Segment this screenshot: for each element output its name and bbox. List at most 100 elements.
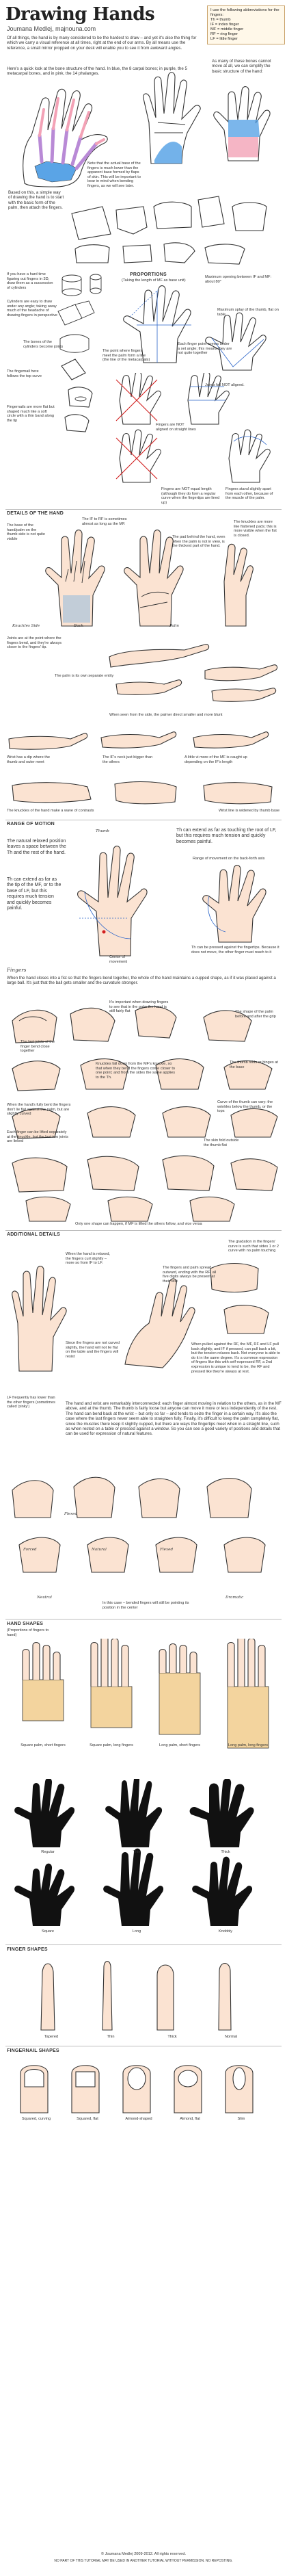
- silhouette-label: Square: [41, 1929, 55, 1934]
- fingernail-shapes-illustration: [20, 2065, 254, 2113]
- legend-item: LF = little finger: [210, 37, 238, 41]
- silhouette-label: Long: [132, 1929, 141, 1934]
- note-joint-thumb: Joints are at the point where the finger…: [7, 636, 62, 650]
- nail-shape-label: Squared, curving: [21, 2117, 51, 2121]
- note-wrist-bottom: Wrist line is widened by thumb base: [219, 809, 280, 813]
- back-hand-illustration: [45, 530, 105, 627]
- note-fingers-not-equal: Fingers are NOT equal length (although t…: [161, 487, 220, 505]
- note-rests: When pulled against the RF, the MF, RF a…: [191, 1342, 280, 1374]
- note-cylinders-2: Cylinders are easy to draw under any ang…: [7, 300, 57, 317]
- finger-shape-label: Thick: [167, 2035, 177, 2039]
- note-detail-base: The base of the hand/palm on the thumb s…: [7, 523, 45, 541]
- thumb-range-illustration: [77, 846, 148, 957]
- note-curve: Curve of the thumb can vary: the wrinkle…: [217, 1100, 273, 1114]
- hand-shape-label: Long palm, short fingers: [159, 1743, 200, 1747]
- finger-shape-label: Thin: [107, 2035, 115, 2039]
- note-knuckle-pad: Knuckles fall down from the MF's knuckle…: [96, 1062, 175, 1080]
- note-outer-hand: The knuckles of the hand make a wave of …: [7, 809, 94, 813]
- intro-paragraph: Here's a quick look at the bone structur…: [7, 66, 187, 77]
- label-forced: Forced: [23, 1548, 37, 1552]
- note-cylinders: If you have a hard time figuring out fin…: [7, 272, 53, 290]
- palm-hand-illustration: [124, 530, 184, 627]
- hand-shape-label: Long palm, long fingers: [228, 1743, 269, 1747]
- note-in-this-case: In this case – bended fingers will still…: [102, 1601, 189, 1610]
- note-th-center: Th can extend as far as touching the roo…: [176, 828, 277, 844]
- silhouette-label: Regular: [41, 1850, 55, 1854]
- note-fingers-tight: Since the fingers are not curved slightl…: [66, 1341, 120, 1359]
- grip-sketches: [12, 1155, 278, 1222]
- side-view-hands: [109, 644, 278, 702]
- note-finger-tips-2: The last joints of the finger bend close…: [20, 1040, 55, 1054]
- note-cylinders-3: The bones of the cylinders become joints: [23, 340, 64, 349]
- legend-item: RF = ring finger: [210, 32, 238, 36]
- section-divider: [5, 1230, 282, 1231]
- note-points-where-2: Each finger point comes under a set angl…: [178, 342, 232, 356]
- hand-shape-label: Square palm, short fingers: [20, 1743, 66, 1747]
- fingers-subheading: Fingers: [7, 967, 27, 973]
- section-divider: [5, 509, 282, 510]
- footer-copyright: © Joumana Medlej 2009-2012. All rights r…: [100, 2552, 187, 2556]
- range-heading: RANGE OF MOTION: [7, 822, 55, 827]
- note-knuckles: Note that the actual base of the fingers…: [87, 161, 141, 188]
- hand-shape-label: Square palm, long fingers: [90, 1743, 133, 1747]
- silhouette-label: Thin: [133, 1850, 141, 1854]
- simplified-hand-illustration: [213, 86, 271, 161]
- legend-item: IF = index finger: [210, 23, 239, 27]
- label-center-of-movement: Center of movement: [109, 955, 128, 964]
- note-joints-not-aligned: Joints fall NOT aligned.: [205, 383, 245, 387]
- note-joint-palm: The palm is its own separate entity: [55, 674, 114, 678]
- note-max-opening: Maximum opening between IF and MF: about…: [205, 275, 272, 284]
- proportions-heading: PROPORTIONS: [130, 272, 167, 277]
- note-detail-palm: The pad behind the hand, even when the p…: [172, 535, 226, 549]
- note-long-text: The hand and wrist are remarkably interc…: [66, 1401, 282, 1437]
- details-heading: DETAILS OF THE HAND: [7, 511, 64, 516]
- note-each-finger-lifted: Each finger can be lifted separately at …: [7, 1130, 68, 1144]
- outer-hand-sketches: [12, 781, 273, 805]
- proportions-hand-illustration: [123, 285, 191, 363]
- finger-shapes-illustration: [40, 1960, 232, 2031]
- nail-shape-label: Almond, flat: [180, 2117, 200, 2121]
- label-neutral: Neutral: [37, 1596, 52, 1600]
- note-natural-relaxed: The natural relaxed position leaves a sp…: [7, 839, 66, 855]
- silhouette-label: Knobbly: [218, 1929, 233, 1934]
- note-detail-if: The IF to RF is sometimes almost as long…: [82, 517, 127, 526]
- proportions-subheading: (Taking the length of MF as base unit): [122, 278, 186, 283]
- note-fingers-bend: When the hand's fully bent the fingers d…: [7, 1103, 71, 1117]
- relaxed-hand-sketches: [12, 1263, 269, 1372]
- note-many-bones: As many of these bones cannot move at al…: [212, 59, 271, 74]
- additional-heading: ADDITIONAL DETAILS: [7, 1232, 61, 1237]
- note-wrist: Wrist has a dip where the thumb and oute…: [7, 755, 51, 764]
- label-natural: Natural: [92, 1548, 107, 1552]
- note-only-one: Only one shape can happen, if MF is lift…: [75, 1222, 202, 1226]
- silhouette-label: Thick: [221, 1850, 230, 1854]
- label-flexed-2: Flexed: [160, 1548, 174, 1552]
- note-lf-frequent: LF frequently has lower than the other f…: [7, 1396, 55, 1409]
- note-fingers-lines: Fingers stand slightly apart from each o…: [226, 487, 273, 501]
- label-palm: Palm: [169, 624, 179, 628]
- note-bend: The gradation in the fingers' curve is s…: [228, 1240, 279, 1253]
- label-ulnar: Knuckles Side: [12, 624, 40, 628]
- crossed-wrong-hands: [115, 373, 271, 483]
- note-max-splay: Maximum splay of the thumb, flat on tabl…: [217, 308, 279, 317]
- label-thumb: Thumb: [96, 829, 109, 833]
- note-finger-tips: The fingernail here follows the top curv…: [7, 369, 42, 378]
- note-fingers-spread: When the hand is relaxed, the fingers cu…: [66, 1252, 110, 1266]
- nail-shape-label: Slim: [237, 2117, 245, 2121]
- note-fingers-splay: The fingers and palm spread outward, end…: [163, 1266, 217, 1284]
- note-finger-pink: The shape of the palm before and after t…: [235, 1010, 276, 1019]
- note-fingers-straight: Fingers are NOT aligned on straight line…: [156, 423, 196, 432]
- note-little-finger: It's important when drawing fingers to s…: [109, 1000, 169, 1014]
- label-dramatic: Dramatic: [226, 1596, 244, 1600]
- finger-shape-label: Tapered: [44, 2035, 59, 2039]
- note-shorter-fingers: When seen from the side, the palmer dire…: [109, 713, 223, 717]
- legend-item: MF = middle finger: [210, 27, 244, 31]
- palm-front-illustration: [143, 72, 201, 164]
- pose-variation-sketches: [12, 1476, 266, 1573]
- author: Joumana Medlej, majnouna.com: [7, 25, 96, 32]
- box-hand-sketches: [71, 196, 267, 265]
- back-forth-range-hand: [202, 865, 266, 943]
- side-hand-illustration: [223, 543, 254, 627]
- wrist-profile-hands: [8, 731, 269, 750]
- abbreviation-legend: I use the following abbreviations for th…: [207, 5, 285, 44]
- note-simple-way: Based on this, a simple way of drawing t…: [8, 190, 64, 211]
